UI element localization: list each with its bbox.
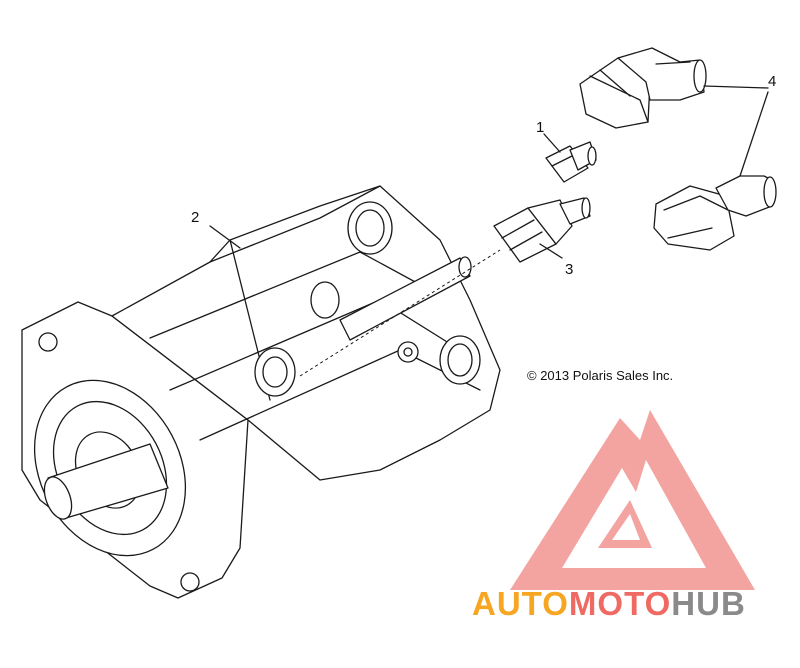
watermark-text: AUTOMOTOHUB	[472, 585, 746, 623]
copyright-notice: © 2013 Polaris Sales Inc.	[527, 368, 674, 383]
leader-4b	[739, 91, 769, 177]
fitting-4-upper	[579, 47, 707, 129]
callout-4: 4	[768, 73, 776, 90]
leader-3	[539, 243, 563, 259]
watermark-text-moto: MOTO	[568, 585, 672, 622]
fitting-4-lower	[653, 175, 777, 251]
leader-4a	[703, 85, 769, 89]
pump-assembly	[21, 185, 501, 599]
fitting-1	[545, 141, 597, 183]
callout-2: 2	[191, 209, 199, 226]
fitting-3	[493, 197, 591, 263]
watermark-logo	[510, 410, 755, 590]
leader-2	[209, 225, 241, 249]
watermark-text-hub: HUB	[671, 585, 746, 622]
leader-1	[543, 133, 561, 153]
callout-1: 1	[536, 119, 544, 136]
watermark-text-auto: AUTO	[472, 585, 569, 622]
callout-3: 3	[565, 261, 573, 278]
